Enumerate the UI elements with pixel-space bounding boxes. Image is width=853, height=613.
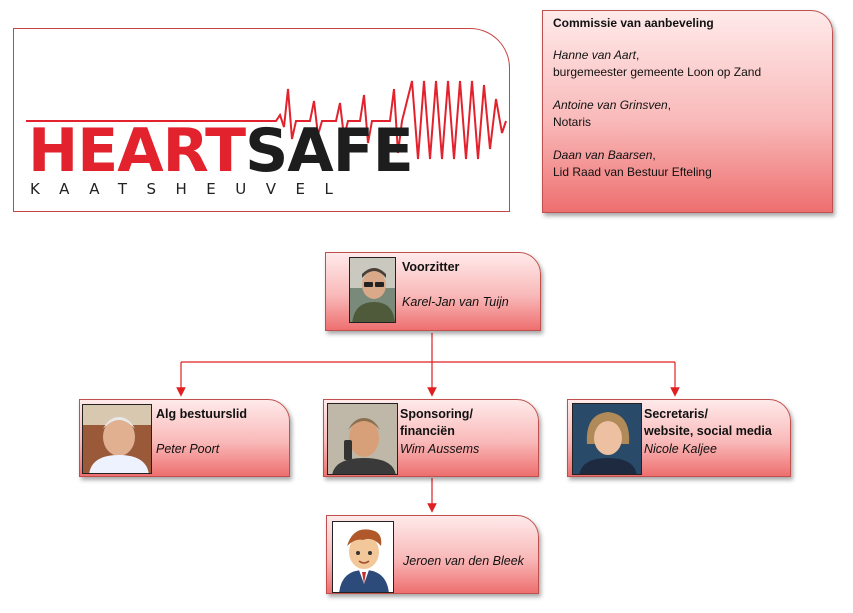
role-title: Secretaris/ website, social media: [644, 406, 772, 440]
role-title: Sponsoring/ financiën: [400, 406, 473, 440]
node-bleek: Jeroen van den Bleek: [326, 515, 539, 594]
person-photo: [327, 403, 398, 475]
ecg-waveform-icon: [26, 80, 507, 160]
member-role: burgemeester gemeente Loon op Zand: [553, 65, 762, 79]
heartsafe-logo: HEARTSAFE KAATSHEUVEL: [13, 28, 510, 212]
role-line-2: financiën: [400, 424, 455, 438]
commissie-member: Antoine van Grinsven, Notaris: [553, 97, 822, 131]
commissie-member: Hanne van Aart, burgemeester gemeente Lo…: [553, 47, 822, 81]
logo-word-safe: SAFE: [245, 116, 414, 186]
member-role: Lid Raad van Bestuur Efteling: [553, 165, 712, 179]
node-voorzitter: Voorzitter Karel-Jan van Tuijn: [325, 252, 541, 331]
person-photo: [82, 404, 152, 474]
role-line-2: website, social media: [644, 424, 772, 438]
avatar-cartoon-icon: [332, 521, 394, 593]
role-line-1: Sponsoring/: [400, 407, 473, 421]
commissie-member: Daan van Baarsen, Lid Raad van Bestuur E…: [553, 147, 822, 181]
role-line-1: Secretaris/: [644, 407, 708, 421]
person-name: Wim Aussems: [400, 442, 480, 456]
person-name: Karel-Jan van Tuijn: [402, 295, 509, 309]
person-name: Nicole Kaljee: [644, 442, 717, 456]
role-title: Alg bestuurslid: [156, 407, 247, 421]
logo-wordmark: HEARTSAFE: [28, 121, 414, 181]
role-title: Voorzitter: [402, 260, 460, 274]
person-name: Jeroen van den Bleek: [403, 554, 524, 568]
commissie-title: Commissie van aanbeveling: [553, 16, 714, 30]
member-suffix: ,: [652, 148, 656, 162]
person-name: Peter Poort: [156, 442, 220, 456]
node-secretaris: Secretaris/ website, social media Nicole…: [567, 399, 791, 477]
logo-word-heart: HEART: [28, 116, 246, 186]
node-sponsoring: Sponsoring/ financiën Wim Aussems: [323, 399, 539, 477]
member-suffix: ,: [667, 98, 672, 112]
member-name: Antoine van Grinsven: [553, 98, 668, 112]
member-suffix: ,: [635, 48, 640, 62]
person-photo: [349, 257, 396, 323]
member-name: Hanne van Aart: [553, 48, 636, 62]
member-name: Daan van Baarsen: [553, 148, 653, 162]
logo-subtitle: KAATSHEUVEL: [30, 180, 353, 198]
commissie-card: Commissie van aanbeveling Hanne van Aart…: [542, 10, 833, 213]
node-bestuurslid: Alg bestuurslid Peter Poort: [79, 399, 290, 477]
member-role: Notaris: [553, 115, 592, 129]
person-photo: [572, 403, 642, 475]
